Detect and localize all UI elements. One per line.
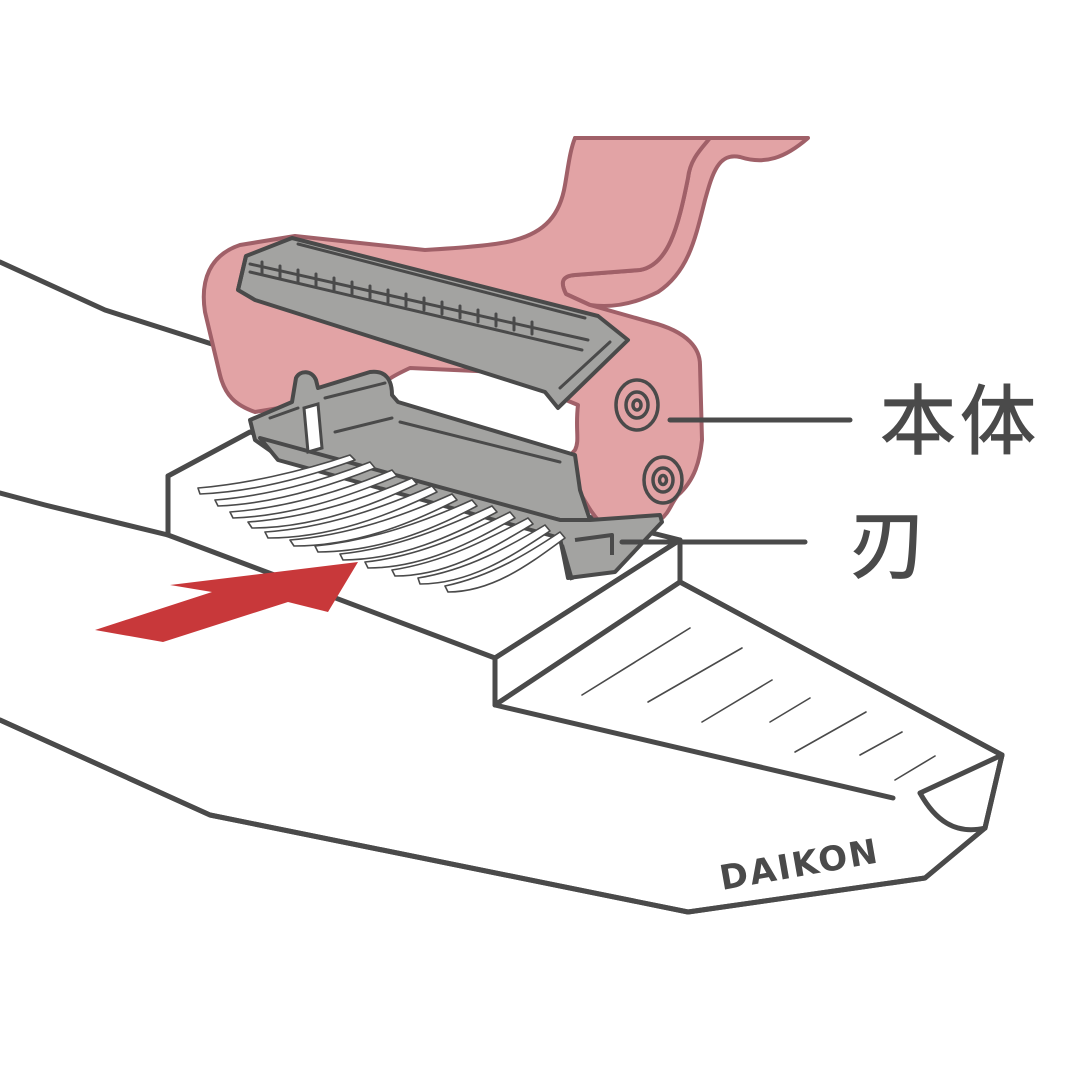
rivet-lower [644,457,682,503]
rivet-upper [616,380,658,430]
label-blade: 刃 [850,501,930,590]
label-body: 本体 [880,377,1040,466]
